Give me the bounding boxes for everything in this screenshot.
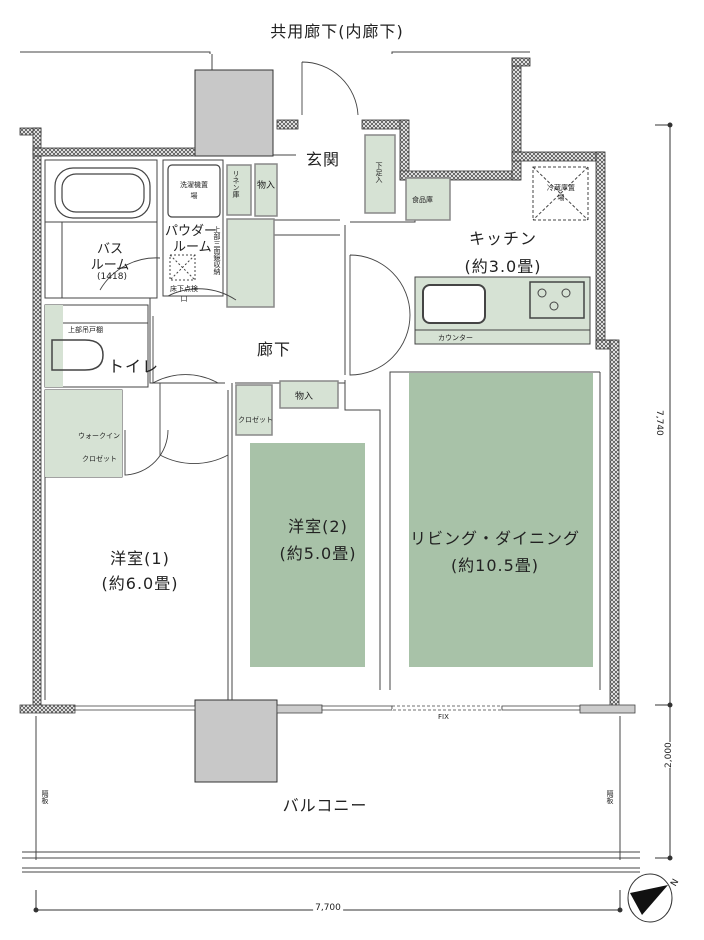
underfloor-hatch xyxy=(169,254,196,281)
closet-label: クロゼット xyxy=(238,416,273,424)
kitchen-stove xyxy=(529,281,585,319)
balcony-label: バルコニー xyxy=(282,796,368,815)
storage-2-label: 物入 xyxy=(295,392,314,402)
height-main-dimension: 7,740 xyxy=(654,410,664,436)
fridge-space xyxy=(532,166,589,221)
powder-room-label-line1: パウダー xyxy=(165,224,218,239)
width-dimension: 7,700 xyxy=(313,903,343,913)
mirror-storage-label: 上部三面鏡収納 xyxy=(213,226,221,275)
fixtures-green xyxy=(45,134,451,477)
bathroom-size: (1418) xyxy=(97,272,127,282)
western-room-2-label: 洋室(2) xyxy=(288,517,348,536)
pipe-shaft-balcony xyxy=(194,699,278,783)
common-corridor-outline xyxy=(20,51,530,156)
counter-label: カウンター xyxy=(438,334,473,342)
living-dining-label: リビング・ダイニング xyxy=(409,529,581,548)
common-corridor-label: 共用廊下(内廊下) xyxy=(270,22,404,41)
kitchen-size: (約3.0畳) xyxy=(464,257,542,276)
entrance-label: 玄関 xyxy=(306,150,341,169)
compass-rose xyxy=(627,873,673,923)
height-balcony-dimension: 2,000 xyxy=(664,742,674,768)
washer-space-label: 洗濯機置場 xyxy=(180,181,208,200)
powder-room-label-line2: ルーム xyxy=(173,240,212,255)
storage-1-label: 物入 xyxy=(257,181,276,191)
upper-cabinet-label: 上部吊戸棚 xyxy=(68,326,103,334)
partition-left-label: 隔板 xyxy=(41,790,49,804)
kitchen-sink xyxy=(422,284,486,324)
hallway-label: 廊下 xyxy=(257,340,292,359)
partition-right-label: 隔板 xyxy=(606,790,614,804)
pantry-label: 食品庫 xyxy=(412,196,433,204)
western-room-1-size: (約6.0畳) xyxy=(101,574,179,593)
living-dining-size: (約10.5畳) xyxy=(450,556,540,575)
balcony-sash xyxy=(19,704,636,714)
door-swings xyxy=(99,61,411,476)
fridge-space-label: 冷蔵庫置場 xyxy=(547,184,575,202)
western-room-2-floor xyxy=(250,443,365,667)
toilet-label: トイレ xyxy=(108,357,160,376)
linen-storage-label: リネン庫 xyxy=(232,170,240,198)
western-room-2-size: (約5.0畳) xyxy=(279,544,357,563)
toilet-bowl xyxy=(51,339,104,371)
exterior-walls xyxy=(19,57,620,711)
western-room-1-label: 洋室(1) xyxy=(110,549,170,568)
walk-in-closet-label-line1: ウォークイン xyxy=(78,432,120,440)
pipe-shaft-top xyxy=(194,69,274,157)
kitchen-label: キッチン xyxy=(468,229,538,248)
fix-window-label: FIX xyxy=(438,713,449,721)
underfloor-hatch-label: 床下点検口 xyxy=(170,285,198,303)
washer-space xyxy=(167,164,221,218)
shoe-storage-label: 下足入 xyxy=(375,162,383,183)
bathroom-label-line1: バス xyxy=(96,242,124,257)
bathtub xyxy=(54,167,151,219)
living-dining-floor xyxy=(409,373,593,667)
walk-in-closet-label-line2: クロゼット xyxy=(82,455,117,463)
bathroom-label-line2: ルーム xyxy=(90,258,130,273)
